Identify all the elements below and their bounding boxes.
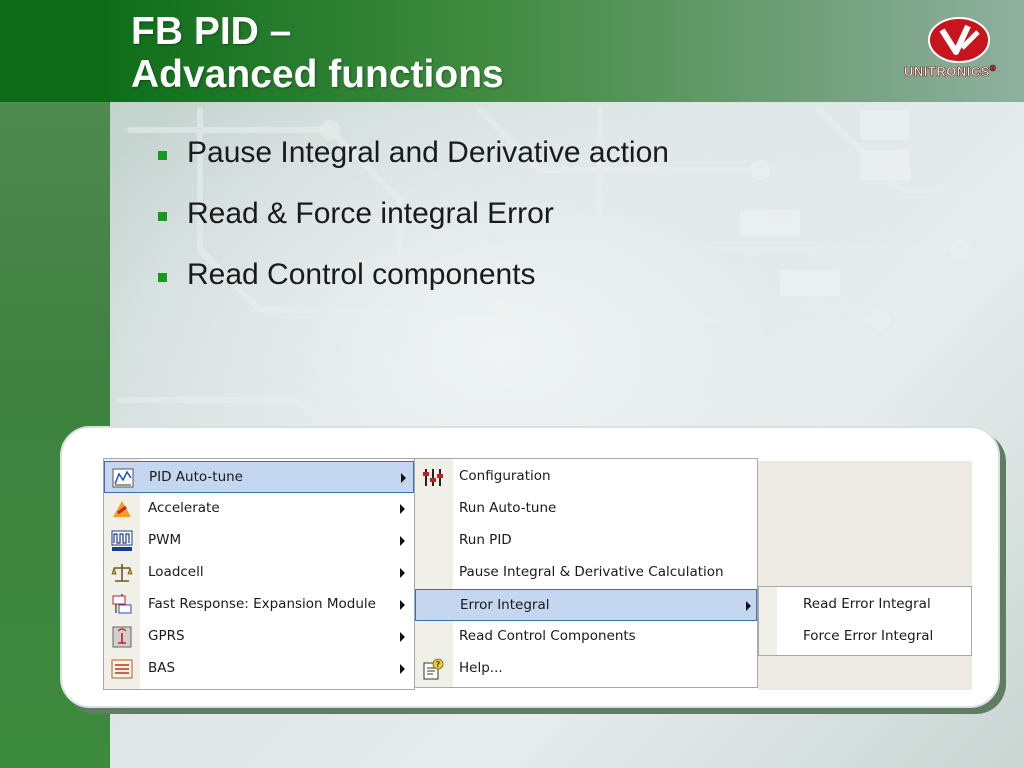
menu-item-run-pid[interactable]: Run PID bbox=[459, 532, 512, 548]
menu-item-read-control-components[interactable]: Read Control Components bbox=[459, 628, 636, 644]
bullet-item: Read Control components bbox=[158, 258, 669, 319]
slide-title: FB PID – Advanced functions bbox=[131, 10, 504, 96]
menu-item-pause-integral-derivative[interactable]: Pause Integral & Derivative Calculation bbox=[459, 564, 724, 580]
menu-item-loadcell[interactable]: Loadcell bbox=[104, 557, 414, 589]
menu-item-force-error-integral[interactable]: Force Error Integral bbox=[803, 628, 934, 644]
logo-wordmark: UNITRONICS® bbox=[904, 64, 997, 80]
unitronics-logo-icon bbox=[928, 17, 990, 63]
submenu-arrow-icon bbox=[400, 664, 405, 674]
bullet-square-icon bbox=[158, 212, 167, 221]
function-block-menu: PID Auto-tune Accelerate PWM Loadcell bbox=[103, 458, 415, 690]
help-icon: ? bbox=[423, 658, 444, 680]
configuration-icon bbox=[423, 469, 443, 486]
header-corner-block bbox=[0, 0, 110, 102]
header-banner bbox=[110, 0, 1024, 102]
submenu-arrow-icon bbox=[746, 601, 751, 611]
pwm-icon bbox=[111, 530, 133, 551]
pid-autotune-submenu: Configuration Run Auto-tune Run PID Paus… bbox=[414, 458, 758, 688]
bullet-square-icon bbox=[158, 273, 167, 282]
error-integral-submenu: Read Error Integral Force Error Integral bbox=[758, 586, 972, 656]
menu-item-pwm[interactable]: PWM bbox=[104, 525, 414, 557]
gprs-icon bbox=[112, 626, 132, 648]
menu-item-configuration[interactable]: Configuration bbox=[415, 461, 757, 493]
menu-item-error-integral[interactable]: Error Integral bbox=[415, 589, 757, 621]
menu-icon-gutter bbox=[759, 587, 777, 655]
submenu-arrow-icon bbox=[400, 600, 405, 610]
menu-background-strip bbox=[758, 461, 972, 586]
loadcell-icon bbox=[111, 564, 133, 582]
menu-item-run-autotune[interactable]: Run Auto-tune bbox=[459, 500, 557, 516]
menu-item-help[interactable]: ? Help... bbox=[415, 653, 757, 685]
fast-response-icon bbox=[112, 594, 132, 614]
svg-text:?: ? bbox=[436, 660, 441, 669]
title-line-1: FB PID – bbox=[131, 10, 292, 53]
pid-autotune-icon bbox=[112, 468, 134, 488]
accelerate-icon bbox=[113, 501, 131, 517]
bullet-square-icon bbox=[158, 151, 167, 160]
menu-item-bas[interactable]: BAS bbox=[104, 653, 414, 685]
menu-item-read-error-integral[interactable]: Read Error Integral bbox=[803, 596, 931, 612]
bas-icon bbox=[111, 659, 133, 679]
menu-item-pid-autotune[interactable]: PID Auto-tune bbox=[104, 461, 414, 493]
menu-item-gprs[interactable]: GPRS bbox=[104, 621, 414, 653]
menu-item-accelerate[interactable]: Accelerate bbox=[104, 493, 414, 525]
bullet-list: Pause Integral and Derivative action Rea… bbox=[158, 136, 669, 319]
submenu-arrow-icon bbox=[400, 504, 405, 514]
menu-item-fast-response[interactable]: Fast Response: Expansion Module bbox=[104, 589, 414, 621]
bullet-item: Pause Integral and Derivative action bbox=[158, 136, 669, 197]
menu-icon-gutter bbox=[415, 459, 453, 687]
menu-background-strip bbox=[758, 656, 972, 690]
submenu-arrow-icon bbox=[400, 536, 405, 546]
title-line-2: Advanced functions bbox=[131, 53, 504, 96]
submenu-arrow-icon bbox=[401, 473, 406, 483]
bullet-item: Read & Force integral Error bbox=[158, 197, 669, 258]
submenu-arrow-icon bbox=[400, 568, 405, 578]
submenu-arrow-icon bbox=[400, 632, 405, 642]
